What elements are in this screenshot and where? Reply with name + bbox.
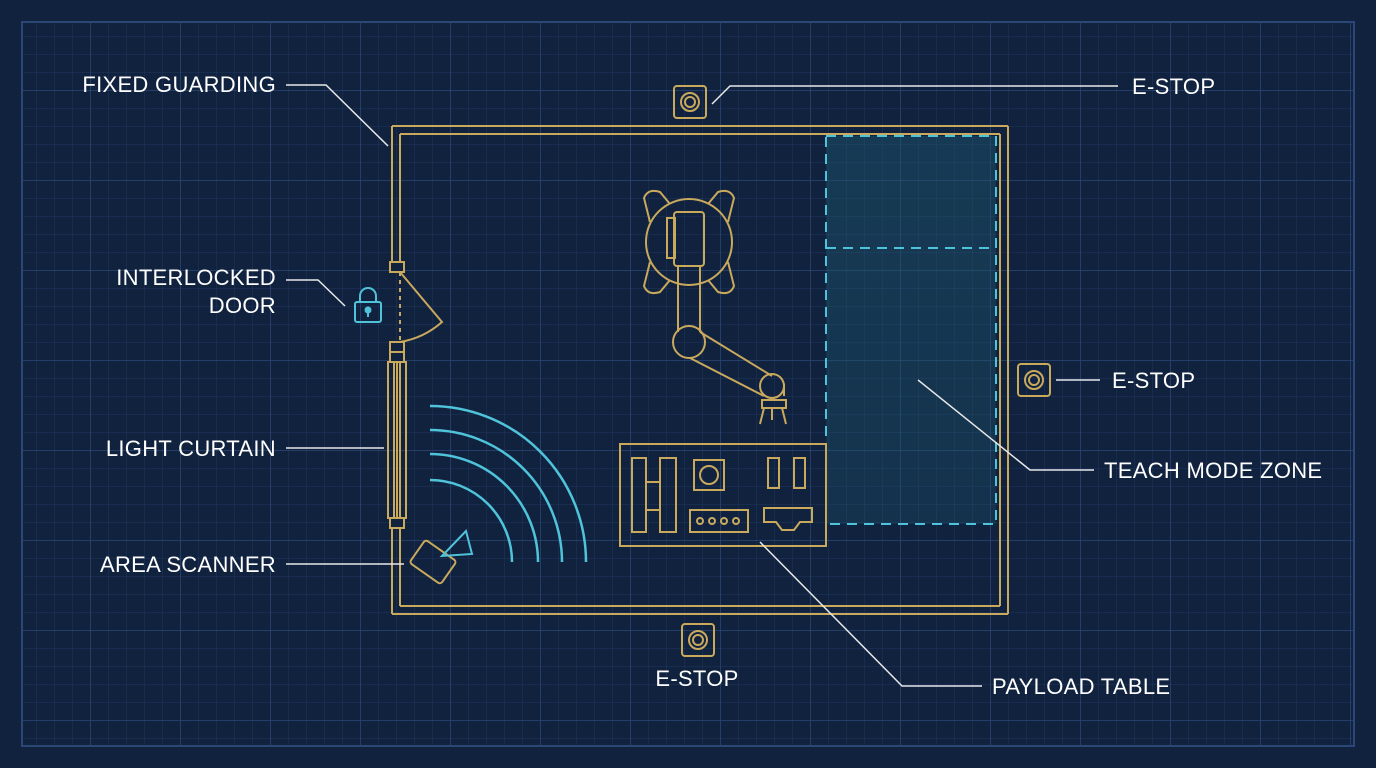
- label-estop-bottom: E-STOP: [655, 666, 738, 691]
- label-payload-table: PAYLOAD TABLE: [992, 674, 1170, 699]
- leader-lines: [286, 84, 1118, 687]
- label-estop-right: E-STOP: [1112, 368, 1195, 393]
- label-estop-top: E-STOP: [1132, 74, 1215, 99]
- estop-button-icon: [673, 85, 707, 119]
- teach-mode-zone: [825, 135, 997, 525]
- leader-teach-mode-zone: [917, 379, 1094, 471]
- label-teach-mode-zone: TEACH MODE ZONE: [1104, 458, 1322, 483]
- leader-payload-table: [759, 541, 982, 687]
- label-interlocked-door-line1: INTERLOCKED: [116, 265, 276, 290]
- label-area-scanner: AREA SCANNER: [100, 552, 276, 577]
- fixed-guarding: [391, 125, 1009, 615]
- light-curtain: [387, 351, 407, 529]
- area-scanner: [409, 404, 588, 585]
- padlock-icon: [354, 287, 382, 323]
- estop-button-icon: [1017, 363, 1051, 397]
- leader-interlocked-door: [286, 279, 346, 307]
- label-light-curtain: LIGHT CURTAIN: [106, 436, 276, 461]
- scanner-icon: [409, 529, 474, 585]
- leader-fixed-guarding: [286, 84, 389, 147]
- label-fixed-guarding: FIXED GUARDING: [82, 72, 276, 97]
- estop-button-icon: [681, 623, 715, 657]
- grid: [22, 22, 1354, 746]
- robot-arm-icon: [642, 189, 787, 425]
- leader-estop-top: [711, 85, 1118, 105]
- scanner-field: [429, 404, 588, 563]
- grid-border: [21, 21, 1355, 747]
- label-interlocked-door-line2: DOOR: [209, 293, 276, 318]
- payload-table: [619, 443, 827, 547]
